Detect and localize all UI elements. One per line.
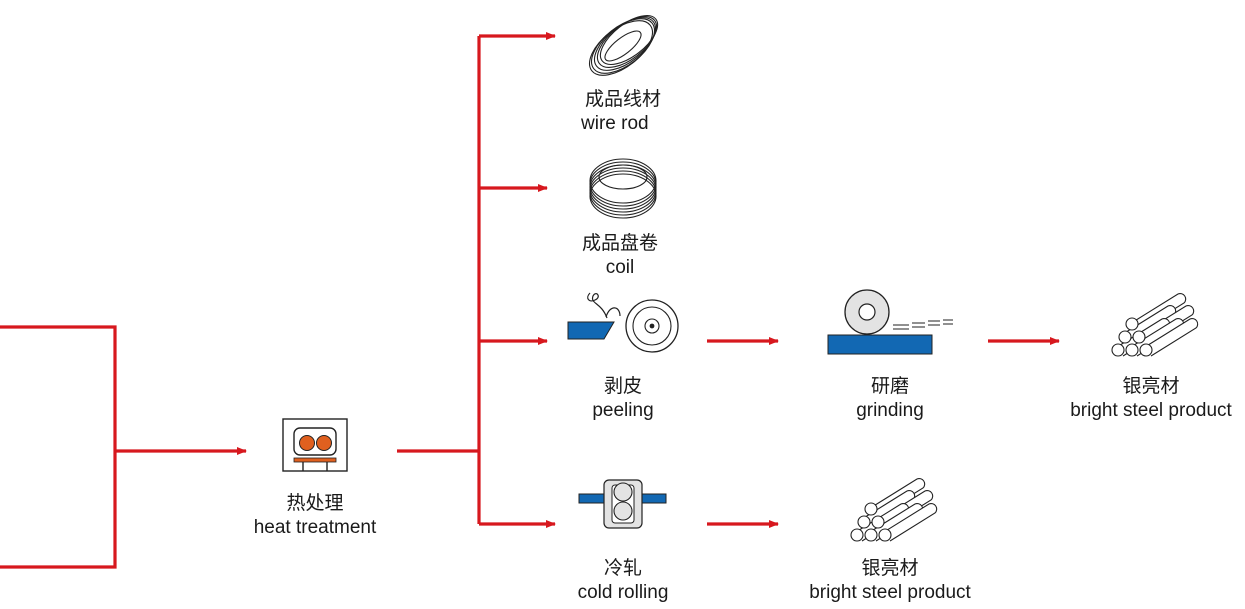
cold-rolling-label-zh: 冷轧 (603, 557, 642, 579)
flow-lines (0, 32, 1060, 569)
bright-steel-label-bottom-en: bright steel product (809, 582, 971, 603)
bright-steel-label-bottom-zh: 银亮材 (861, 557, 919, 579)
wire-rod-label-zh: 成品线材 (584, 88, 661, 110)
bar-bundle-icon (1111, 293, 1199, 357)
cold-rolling-label: 冷轧 cold rolling (558, 556, 688, 606)
wire-rod-label: 成品线材 wire rod (563, 87, 683, 137)
peeling-label: 剥皮 peeling (563, 374, 683, 424)
bright-steel-label-bottom: 银亮材 bright steel product (795, 556, 985, 606)
peeling-label-zh: 剥皮 (603, 375, 642, 397)
rolling-mill-icon (578, 479, 667, 529)
furnace-icon (282, 418, 348, 472)
peeling-icon (567, 292, 679, 353)
grinding-label-zh: 研磨 (870, 375, 909, 397)
heat-treatment-label: 热处理 heat treatment (235, 491, 395, 541)
heat-treatment-label-zh: 热处理 (286, 492, 344, 514)
coil-label-en: coil (605, 257, 635, 278)
bright-steel-label-top-zh: 银亮材 (1122, 375, 1180, 397)
coil-label-zh: 成品盘卷 (581, 232, 658, 254)
bar-bundle-icon (850, 478, 938, 542)
grinding-icon (827, 289, 953, 355)
incoming-bracket-line (0, 325, 117, 569)
heat-treatment-label-en: heat treatment (253, 517, 377, 538)
wire-rod-icon (589, 15, 659, 76)
grinding-label-en: grinding (856, 400, 924, 421)
wire-rod-label-en: wire rod (581, 113, 649, 134)
grinding-label: 研磨 grinding (830, 374, 950, 424)
cold-rolling-label-en: cold rolling (577, 582, 669, 603)
bright-steel-label-top: 银亮材 bright steel product (1057, 374, 1245, 424)
coil-label: 成品盘卷 coil (560, 231, 680, 281)
peeling-label-en: peeling (592, 400, 654, 421)
coil-icon (589, 158, 657, 219)
bright-steel-label-top-en: bright steel product (1070, 400, 1232, 421)
